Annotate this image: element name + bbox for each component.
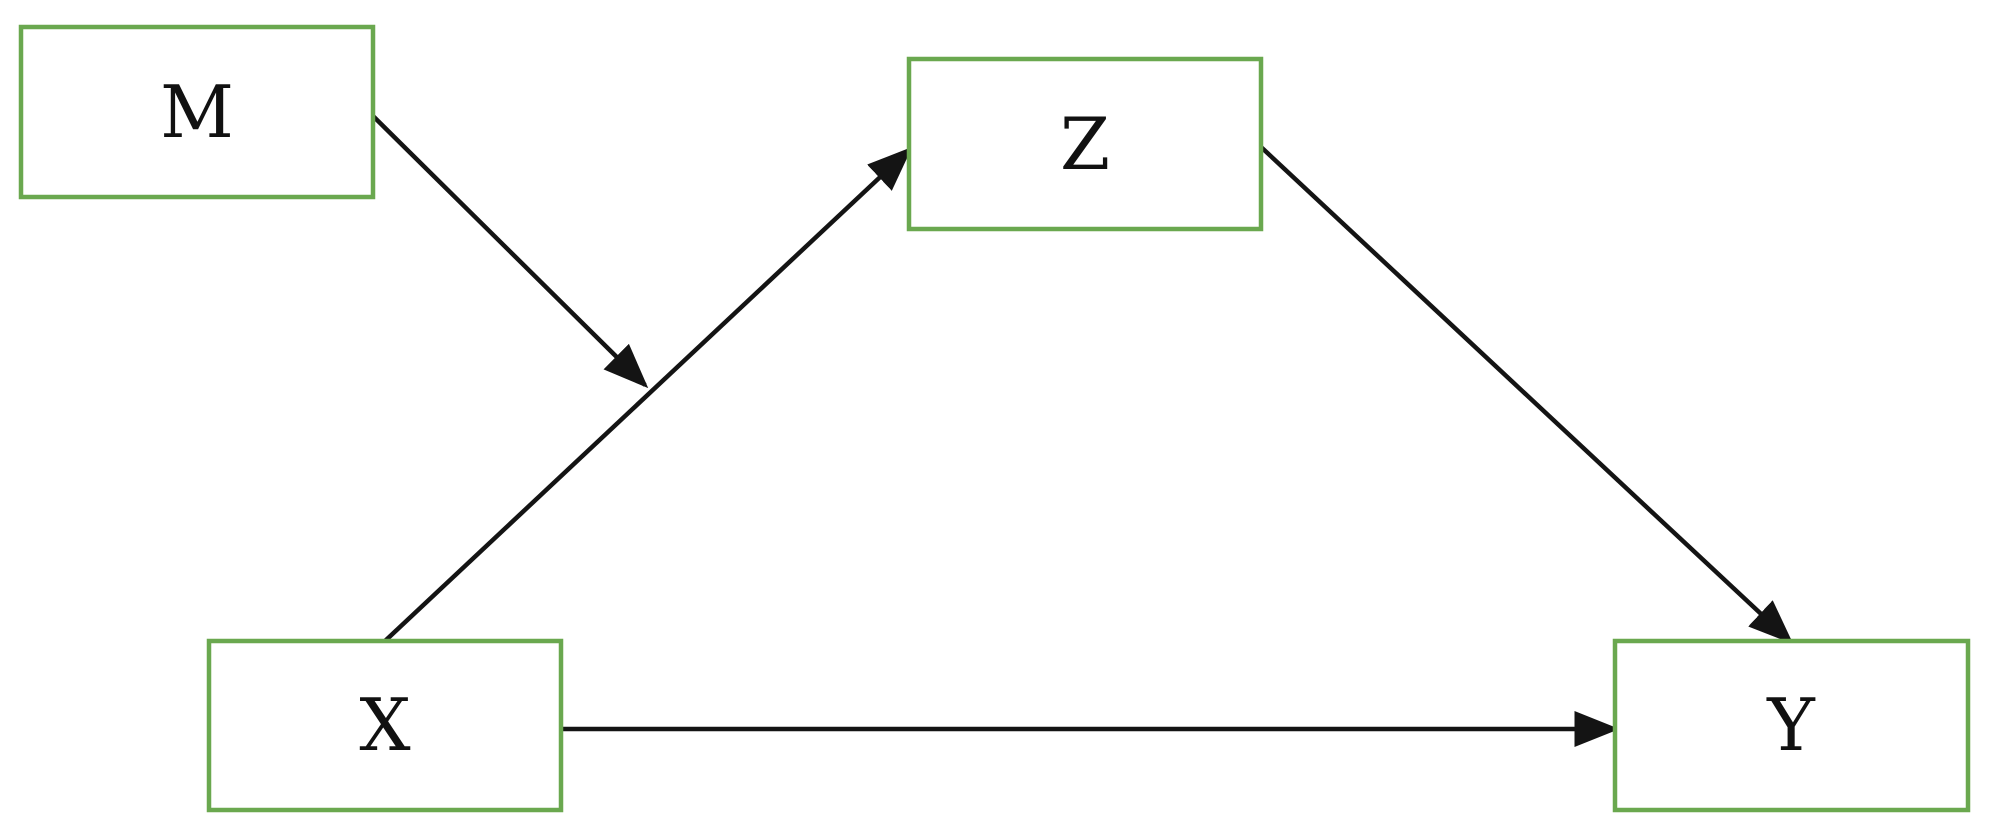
node-y-box [1612,638,1971,813]
node-z-box [906,56,1264,232]
edges [371,114,1794,747]
node-m-box [18,24,376,200]
node-z-label: Z [1060,102,1110,186]
edge-z-to-y [1259,145,1794,645]
node-y: Y [1612,638,1971,813]
node-z: Z [906,56,1264,232]
node-m-label: M [160,70,234,154]
node-x: X [206,638,564,813]
edge-m-to-x-z-path [371,114,649,389]
edge-x-to-z [383,146,913,643]
node-x-label: X [359,683,410,767]
node-y-label: Y [1766,683,1816,767]
node-m: M [18,24,376,200]
node-x-box [206,638,564,813]
